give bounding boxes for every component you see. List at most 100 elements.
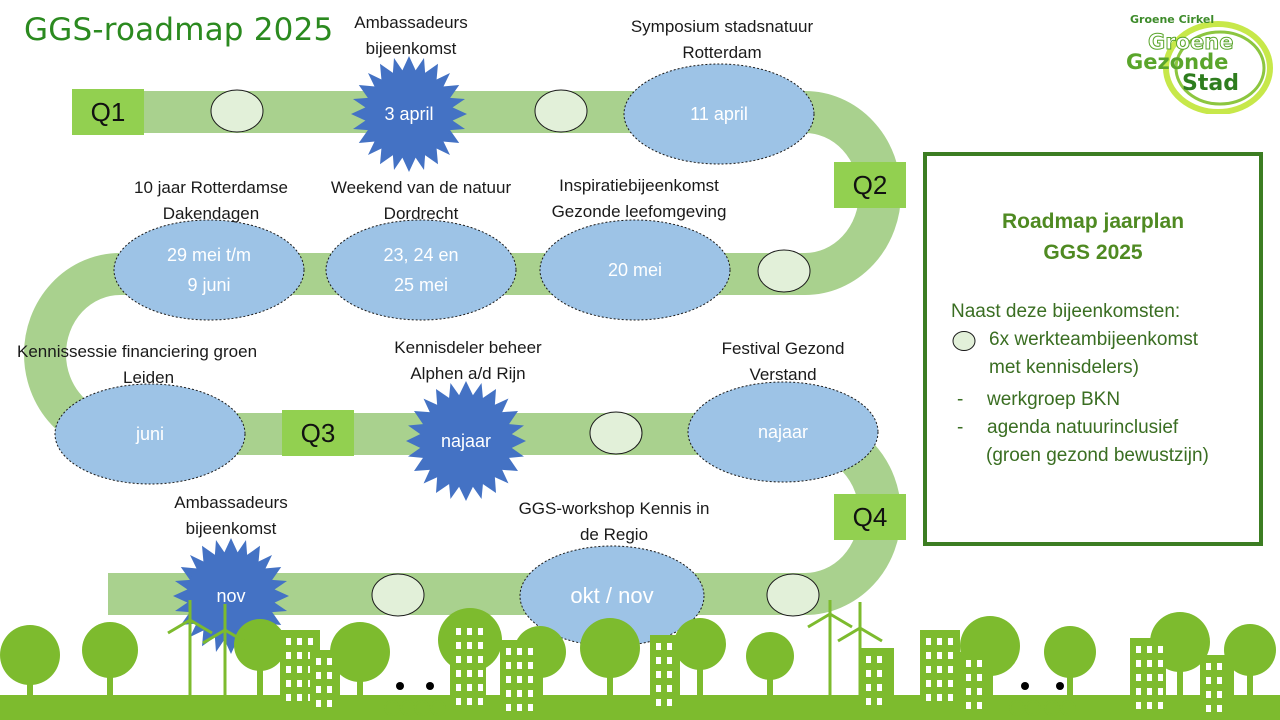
city-skyline-illustration bbox=[0, 600, 1280, 720]
building-window bbox=[297, 666, 302, 673]
event-date-line: 23, 24 en bbox=[383, 245, 459, 265]
event-date-line: 20 mei bbox=[607, 260, 663, 280]
building-window bbox=[1147, 674, 1152, 681]
building-window bbox=[1136, 674, 1141, 681]
building-window bbox=[667, 671, 672, 678]
building-window bbox=[1158, 674, 1163, 681]
building-window bbox=[528, 690, 533, 697]
building-window bbox=[506, 676, 511, 683]
meeting-marker bbox=[210, 89, 264, 133]
panel-bullet-marker: - bbox=[957, 389, 964, 410]
turbine-blade bbox=[829, 612, 853, 629]
building-window bbox=[1147, 688, 1152, 695]
building-window bbox=[316, 686, 321, 693]
event-star-core bbox=[365, 70, 453, 158]
building-window bbox=[926, 666, 931, 673]
building-window bbox=[656, 699, 661, 706]
tree-trunk bbox=[697, 644, 703, 700]
event-ellipse bbox=[325, 219, 517, 321]
building-window bbox=[467, 628, 472, 635]
building-window bbox=[327, 686, 332, 693]
turbine-mast bbox=[223, 630, 227, 700]
building-window bbox=[926, 694, 931, 701]
event-date-label: 20 mei bbox=[545, 255, 725, 285]
building-window bbox=[456, 642, 461, 649]
building-window bbox=[1217, 705, 1222, 712]
building-window bbox=[667, 699, 672, 706]
building-window bbox=[1136, 660, 1141, 667]
building-window bbox=[528, 648, 533, 655]
building-window bbox=[926, 638, 931, 645]
building-window bbox=[1147, 646, 1152, 653]
building-window bbox=[877, 684, 882, 691]
building-window bbox=[966, 688, 971, 695]
cyclist-head bbox=[1021, 682, 1029, 690]
logo-line-3: Stad bbox=[1182, 71, 1239, 96]
building-window bbox=[667, 685, 672, 692]
building-window bbox=[667, 657, 672, 664]
tree-trunk bbox=[27, 655, 33, 700]
tree-trunk bbox=[107, 650, 113, 700]
building-window bbox=[966, 674, 971, 681]
building-window bbox=[667, 643, 672, 650]
event-ellipse bbox=[623, 63, 815, 165]
panel-bullet-werkgroep: werkgroep BKN bbox=[987, 389, 1121, 410]
building-window bbox=[866, 684, 871, 691]
building-window bbox=[937, 652, 942, 659]
building-window bbox=[456, 698, 461, 705]
meeting-marker bbox=[757, 249, 811, 293]
building-window bbox=[478, 656, 483, 663]
building-window bbox=[926, 680, 931, 687]
building-window bbox=[506, 704, 511, 711]
building-window bbox=[467, 642, 472, 649]
panel-bullet-agenda-cont: (groen gezond bewustzijn) bbox=[986, 445, 1209, 466]
panel-legend-line-1: 6x werkteambijeenkomst bbox=[989, 329, 1199, 350]
building bbox=[650, 635, 680, 720]
event-date-line: juni bbox=[135, 424, 165, 444]
building-window bbox=[517, 676, 522, 683]
event-star-core bbox=[420, 395, 512, 487]
building-window bbox=[456, 684, 461, 691]
building-window bbox=[656, 643, 661, 650]
building bbox=[960, 652, 990, 720]
building-window bbox=[517, 690, 522, 697]
building-window bbox=[877, 698, 882, 705]
building-window bbox=[977, 688, 982, 695]
logo-line-2: Gezonde bbox=[1126, 50, 1229, 74]
building-window bbox=[926, 652, 931, 659]
event-ellipse bbox=[54, 383, 246, 485]
cyclist-head bbox=[426, 682, 434, 690]
panel-intro: Naast deze bijeenkomsten: bbox=[951, 301, 1181, 322]
event-date-line: najaar bbox=[757, 422, 809, 442]
tree-trunk bbox=[1067, 652, 1073, 700]
building-window bbox=[297, 638, 302, 645]
building-window bbox=[456, 670, 461, 677]
building-window bbox=[517, 662, 522, 669]
building-window bbox=[517, 704, 522, 711]
building-window bbox=[1147, 660, 1152, 667]
building-window bbox=[937, 666, 942, 673]
building-window bbox=[1217, 663, 1222, 670]
logo-ring bbox=[1163, 21, 1273, 114]
building-window bbox=[286, 638, 291, 645]
building-window bbox=[948, 638, 953, 645]
panel-legend-line-2: met kennisdelers) bbox=[989, 357, 1139, 378]
meeting-marker bbox=[371, 573, 425, 617]
building-window bbox=[937, 680, 942, 687]
building-window bbox=[286, 694, 291, 701]
turbine-blade bbox=[859, 626, 883, 643]
tree-trunk bbox=[257, 645, 263, 700]
tree-trunk bbox=[357, 652, 363, 700]
turbine-blade bbox=[837, 626, 861, 643]
turbine-blade bbox=[202, 628, 226, 645]
bicycle-wheel bbox=[1044, 700, 1060, 716]
event-date-label: juni bbox=[60, 419, 240, 449]
